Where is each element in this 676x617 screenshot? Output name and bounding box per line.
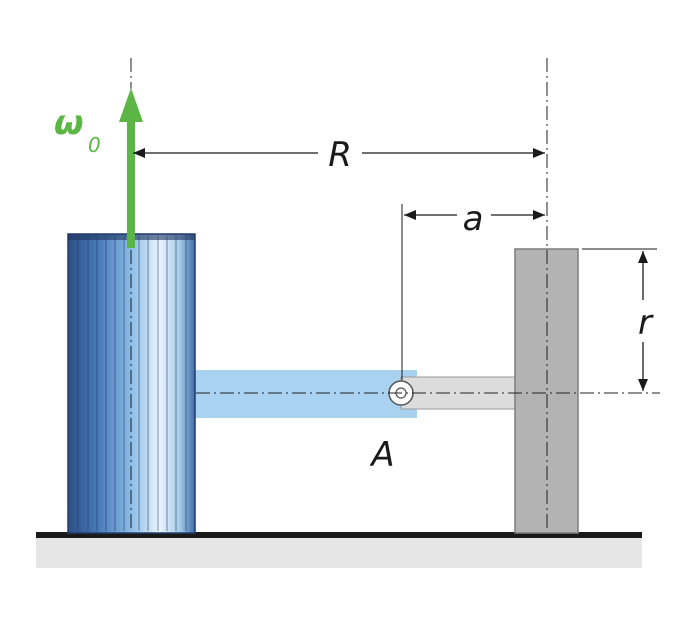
point-A-label: A [369,435,394,475]
dimension-a-label: a [463,199,484,239]
dimension-R-label: R [328,135,352,175]
blue-arm [193,370,417,418]
omega-label: ω [54,103,84,143]
ground-base [36,536,642,568]
dimension-r-label: r [638,303,654,343]
ground-surface-line [36,532,642,538]
omega-arrow [119,88,143,248]
omega-subscript: 0 [88,133,101,157]
